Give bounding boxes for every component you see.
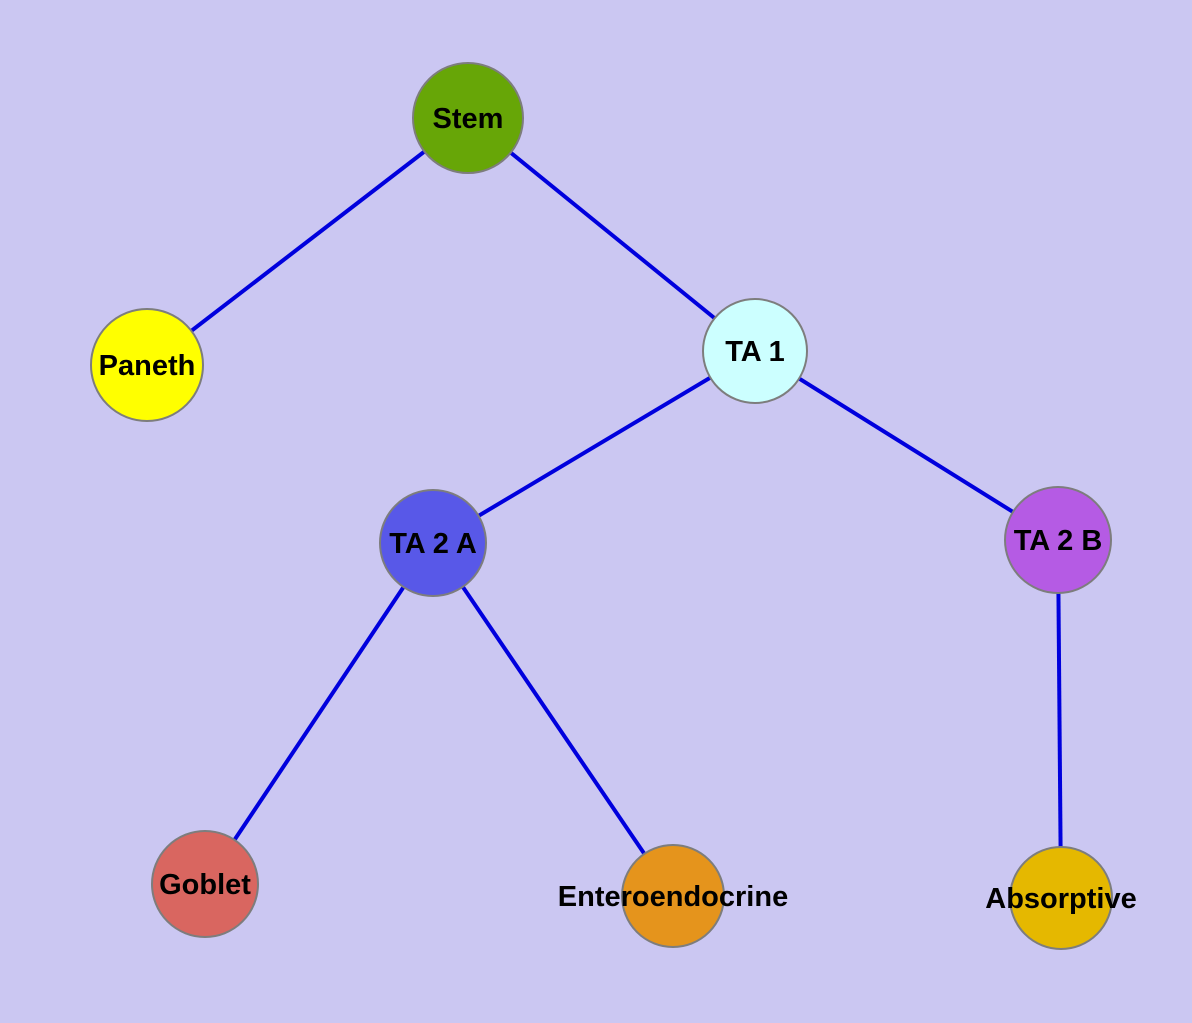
- node-circle-enteroendocrine: [621, 844, 725, 948]
- edge-ta-1-to-ta-2-b: [753, 349, 1060, 542]
- node-circle-ta-2-b: [1004, 486, 1112, 594]
- node-ta-1[interactable]: TA 1: [702, 298, 808, 404]
- node-paneth[interactable]: Paneth: [90, 308, 204, 422]
- node-goblet[interactable]: Goblet: [151, 830, 259, 938]
- node-circle-absorptive: [1009, 846, 1113, 950]
- node-circle-stem: [412, 62, 524, 174]
- node-circle-paneth: [90, 308, 204, 422]
- edges-layer: [145, 116, 1063, 899]
- node-circle-ta-2-a: [379, 489, 487, 597]
- edge-stem-to-paneth: [145, 116, 470, 367]
- edge-ta-2-a-to-goblet: [203, 541, 435, 886]
- node-circle-ta-1: [702, 298, 808, 404]
- node-ta-2-a[interactable]: TA 2 A: [379, 489, 487, 597]
- node-stem[interactable]: Stem: [412, 62, 524, 174]
- node-circle-goblet: [151, 830, 259, 938]
- edge-ta-2-b-to-absorptive: [1056, 539, 1063, 899]
- edge-ta-2-a-to-enteroendocrine: [431, 541, 675, 898]
- edge-ta-1-to-ta-2-a: [431, 349, 757, 545]
- edge-stem-to-ta-1: [466, 116, 757, 353]
- node-ta-2-b[interactable]: TA 2 B: [1004, 486, 1112, 594]
